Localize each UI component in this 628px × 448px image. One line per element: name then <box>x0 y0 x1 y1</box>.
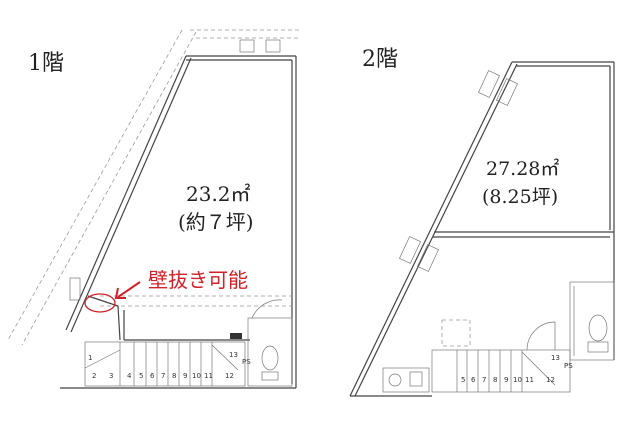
floor2-plan: 2階 27.28㎡ (8.25坪) <box>349 47 615 397</box>
stair-number: 5 <box>139 372 143 380</box>
floor1-stairs <box>84 341 246 387</box>
stair-number: 9 <box>183 372 187 380</box>
stair-number: 9 <box>504 376 508 384</box>
wall-removal-marker <box>84 293 116 313</box>
floor2-kitchen <box>382 367 430 393</box>
stair-number: 7 <box>482 376 486 384</box>
floor2-title: 2階 <box>362 47 398 72</box>
floor1-outer-strip <box>7 29 300 346</box>
floor1-plan: 1階 <box>7 29 300 389</box>
stair-number: 8 <box>493 376 497 384</box>
stair-number: 4 <box>127 372 132 380</box>
floor1-area: 23.2㎡ <box>186 182 251 206</box>
stair-number: 12 <box>225 372 234 380</box>
stair-number: 1 <box>88 354 92 362</box>
floor2-area: 27.28㎡ <box>486 157 559 180</box>
floor1-title: 1階 <box>28 51 64 76</box>
floor1-toilet <box>230 299 293 387</box>
stair-number: 7 <box>161 372 165 380</box>
floor1-unit-box <box>265 39 281 53</box>
floor1-sink <box>230 333 242 339</box>
stair-number: 3 <box>109 372 113 380</box>
red-arrow-icon <box>114 281 141 299</box>
floor2-tsubo: (8.25坪) <box>482 186 558 208</box>
stair-number: 11 <box>525 376 534 384</box>
stair-number: 12 <box>546 376 555 384</box>
stair-number: 13 <box>551 354 560 362</box>
ps-label: PS <box>564 362 573 370</box>
floor1-meter-box <box>69 277 81 301</box>
stair-number: 2 <box>92 372 96 380</box>
floor2-ac-units <box>399 70 518 272</box>
floor2-washer-space <box>441 319 471 347</box>
stair-number: 10 <box>192 372 201 380</box>
stair-number: 6 <box>471 376 476 384</box>
wall-removal-note: 壁抜き可能 <box>148 268 248 292</box>
ps-label: PS <box>242 358 251 366</box>
stair-number: 5 <box>461 376 465 384</box>
stair-number: 8 <box>172 372 176 380</box>
stair-number: 6 <box>150 372 155 380</box>
stair-number: 13 <box>229 351 238 359</box>
floor1-tsubo: (約７坪) <box>178 210 254 234</box>
stair-number: 10 <box>513 376 522 384</box>
floor1-unit-box <box>239 39 255 53</box>
floor2-toilet <box>569 281 615 361</box>
floor2-walls <box>349 61 615 397</box>
floor2-stairs <box>431 321 571 393</box>
stair-number: 11 <box>204 372 213 380</box>
